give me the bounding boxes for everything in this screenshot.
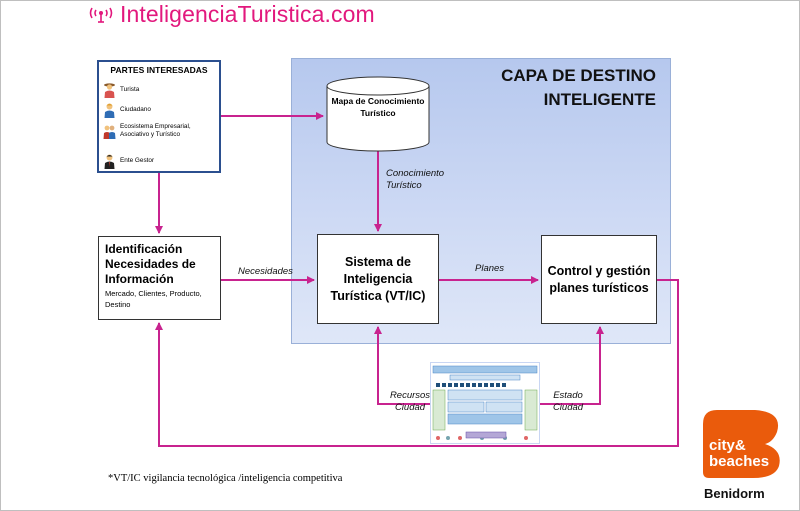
identificacion-box: Identificación Necesidades de Informació…	[98, 236, 221, 320]
svg-text:city&: city&	[709, 437, 746, 454]
edge-label-conocimiento: Conocimiento Turístico	[386, 168, 445, 191]
architecture-thumbnail-image	[430, 362, 540, 444]
site-logo[interactable]: InteligenciaTuristica.com	[88, 0, 375, 28]
control-label: Control y gestión planes turísticos	[547, 263, 651, 295]
control-gestion-box: Control y gestión planes turísticos	[541, 235, 657, 324]
stakeholder-label: Ente Gestor	[120, 157, 155, 164]
business-ecosystem-icon	[103, 125, 116, 139]
stakeholder-row: Turista	[103, 82, 139, 98]
layer-title-line2: INTELIGENTE	[543, 90, 656, 109]
edge-label-recursos: Recursos Ciudad	[389, 390, 431, 413]
layer-title: CAPA DE DESTINO INTELIGENTE	[370, 64, 670, 112]
arrow-control-feedback	[155, 279, 679, 447]
stakeholder-row: Ente Gestor	[103, 153, 154, 169]
manager-icon	[104, 154, 115, 169]
arrow-estado-ciudad	[540, 326, 604, 405]
citizen-icon	[104, 103, 115, 118]
stakeholder-label: Ecosistema Empresarial, Asociativo y Tur…	[120, 123, 191, 138]
stakeholders-title: PARTES INTERESADAS	[110, 65, 208, 75]
edge-label-estado: Estado Ciudad	[552, 390, 584, 413]
arrow-recursos-ciudad	[374, 326, 430, 405]
footnote: *VT/IC vigilancia tecnológica /inteligen…	[108, 473, 343, 484]
stakeholder-row: Ecosistema Empresarial, Asociativo y Tur…	[103, 123, 215, 139]
benidorm-label: Benidorm	[704, 486, 765, 501]
logo-text: InteligenciaTuristica.com	[120, 0, 375, 27]
identificacion-title: Identificación Necesidades de Informació…	[105, 242, 196, 286]
edge-label-necesidades: Necesidades	[238, 266, 293, 277]
antenna-logo-icon	[89, 7, 113, 23]
stakeholder-label: Turista	[120, 86, 140, 93]
sistema-inteligencia-box: Sistema de Inteligencia Turística (VT/IC…	[317, 234, 439, 324]
stakeholder-label: Ciudadano	[120, 106, 151, 113]
mapa-cylinder	[326, 76, 430, 152]
edge-label-planes: Planes	[475, 263, 505, 274]
city-beaches-logo[interactable]: city& beaches	[703, 410, 785, 478]
svg-text:beaches: beaches	[709, 453, 769, 470]
stakeholder-row: Ciudadano	[103, 102, 151, 118]
mapa-label: Mapa de Conocimiento Turístico	[331, 96, 425, 118]
layer-title-line1: CAPA DE DESTINO	[501, 66, 656, 85]
stakeholders-box: PARTES INTERESADAS Turista Ciudadano Eco…	[97, 60, 221, 173]
tourist-icon	[104, 83, 115, 98]
identificacion-subtitle: Mercado, Clientes, Producto, Destino	[105, 289, 202, 309]
sistema-label: Sistema de Inteligencia Turística (VT/IC…	[330, 254, 426, 303]
